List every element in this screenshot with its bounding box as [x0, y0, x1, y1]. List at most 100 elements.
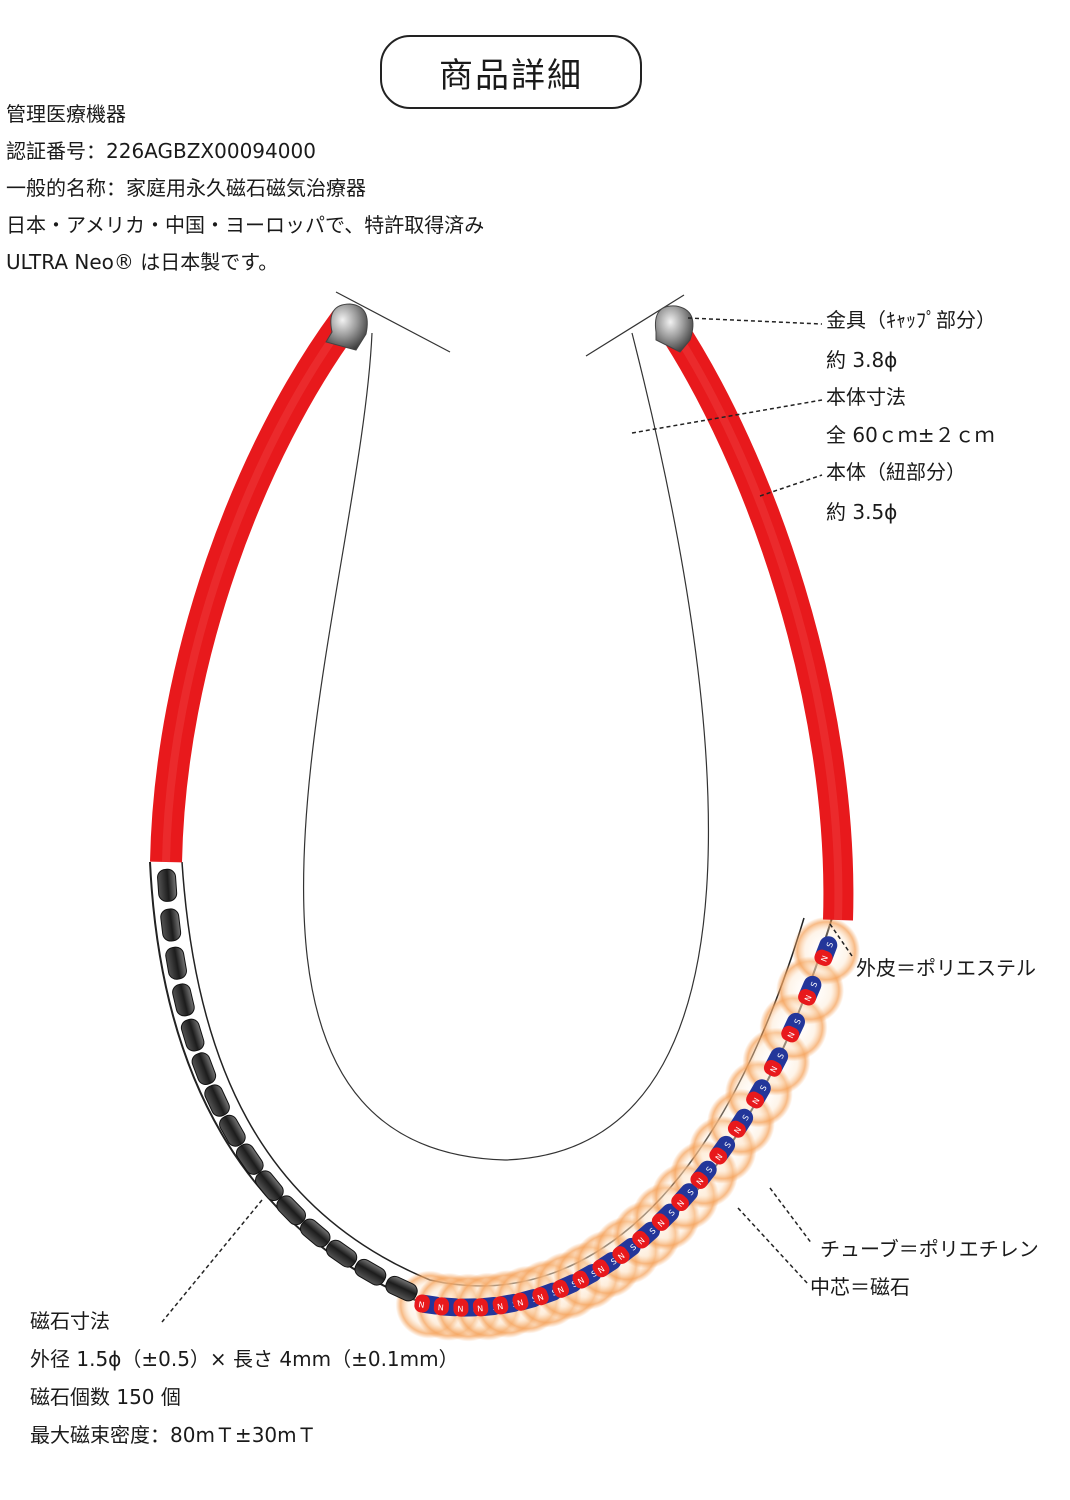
info-classification: 管理医療機器	[6, 102, 126, 126]
black-magnet	[299, 1218, 331, 1248]
pole-n-label: N	[819, 954, 830, 963]
pole-n-label: N	[616, 1251, 626, 1262]
black-magnet	[255, 1170, 284, 1202]
pole-s-label: S	[686, 1188, 696, 1198]
black-magnet	[235, 1143, 264, 1175]
magnet-spec-title: 磁石寸法	[30, 1309, 110, 1333]
pole-n-label: N	[457, 1305, 463, 1314]
black-magnet	[385, 1275, 418, 1302]
pole-n-label: N	[438, 1303, 445, 1312]
info-patent: 日本・アメリカ・中国・ヨーロッパで、特許取得済み	[6, 213, 485, 237]
color-magnet: NS	[651, 1203, 680, 1231]
pole-n-label: N	[516, 1298, 524, 1308]
color-magnet: NS	[798, 975, 822, 1006]
leader-cap	[687, 317, 823, 325]
product-info: 管理医療機器 認証番号：226AGBZX00094000 一般的名称：家庭用永久…	[6, 96, 484, 281]
pole-n-label: N	[636, 1236, 646, 1247]
color-magnet: NS	[632, 1221, 661, 1249]
pole-s-label: S	[825, 941, 835, 949]
pole-s-label: S	[609, 1256, 618, 1266]
color-magnet: NS	[814, 936, 838, 966]
cord-left-highlight	[162, 317, 350, 863]
color-magnet: NS	[746, 1079, 771, 1109]
color-magnet: NS	[690, 1160, 717, 1189]
pole-s-label: S	[758, 1084, 768, 1093]
black-magnet	[326, 1239, 358, 1268]
black-magnet	[354, 1258, 387, 1286]
black-magnet	[165, 946, 187, 980]
info-generic-name: 一般的名称：家庭用永久磁石磁気治療器	[6, 176, 366, 200]
page-title: 商品詳細	[380, 35, 642, 109]
cord-right	[657, 315, 854, 921]
pole-s-label: S	[704, 1165, 714, 1175]
pole-n-label: N	[751, 1096, 762, 1106]
leader-cord	[759, 474, 823, 497]
magnet-spec-flux: 最大磁束密度：80mＴ±30mＴ	[30, 1423, 317, 1447]
color-magnet: NS	[552, 1274, 583, 1298]
label-tube: チューブ＝ポリエチレン	[820, 1237, 1039, 1261]
label-outer-skin: 外皮＝ポリエステル	[856, 956, 1036, 980]
label-length-value: 全 60ｃｍ±２ｃｍ	[826, 423, 995, 447]
pole-s-label: S	[723, 1140, 733, 1149]
page-title-text: 商品詳細	[439, 55, 583, 96]
black-magnet	[157, 868, 178, 902]
pole-n-label: N	[695, 1176, 706, 1186]
cord-left	[150, 310, 359, 863]
color-magnet: NS	[763, 1047, 789, 1077]
magnet-spec-dimensions: 外径 1.5ϕ（±0.5）× 長さ 4mm（±0.1mm）	[30, 1347, 459, 1371]
black-magnet	[172, 983, 195, 1017]
pole-n-label: N	[676, 1198, 687, 1208]
pole-s-label: S	[741, 1113, 751, 1122]
magnet-spec: 磁石寸法 外径 1.5ϕ（±0.5）× 長さ 4mm（±0.1mm） 磁石個数 …	[30, 1302, 459, 1454]
black-magnet	[276, 1195, 306, 1226]
pole-s-label: S	[809, 980, 819, 988]
pole-s-label: S	[629, 1242, 638, 1252]
pole-n-label: N	[418, 1300, 425, 1310]
leader-tube	[769, 1187, 813, 1245]
pole-n-label: N	[656, 1218, 667, 1229]
color-magnet: NS	[612, 1237, 641, 1264]
cap-left	[325, 303, 368, 351]
label-cap-size: 約 3.8ϕ	[826, 348, 898, 372]
label-cord-size: 約 3.5ϕ	[826, 500, 898, 524]
right-tangent-line	[585, 294, 685, 357]
black-magnet	[219, 1114, 246, 1147]
pole-n-label: N	[769, 1065, 780, 1074]
pole-s-label: S	[590, 1269, 599, 1279]
pole-s-label: S	[793, 1017, 803, 1025]
label-cap: 金具（ｷｬｯﾌﾟ部分）	[826, 308, 996, 332]
pole-n-label: N	[596, 1264, 606, 1275]
black-magnet	[191, 1052, 217, 1085]
pole-n-label: N	[714, 1152, 725, 1162]
pole-s-label: S	[776, 1052, 786, 1061]
left-tangent-line	[335, 291, 451, 353]
cap-right	[654, 305, 694, 353]
pole-n-label: N	[536, 1293, 545, 1304]
black-magnet	[180, 1018, 205, 1052]
color-magnet: NS	[512, 1289, 543, 1311]
leader-lines	[161, 317, 853, 1323]
magnet-core-right: NSNSNSNSNSNSNSNSNSNSNSNSNSNSNSNSNSNSNSNS…	[414, 936, 838, 1317]
leader-core	[737, 1207, 809, 1285]
label-length: 本体寸法	[826, 385, 906, 409]
info-origin: ULTRA Neo® は日本製です。	[6, 250, 279, 274]
pole-s-label: S	[570, 1279, 578, 1289]
color-magnet: NS	[709, 1135, 736, 1165]
pole-s-label: S	[648, 1226, 658, 1236]
cord-right-highlight	[666, 321, 843, 921]
info-certification: 認証番号：226AGBZX00094000	[6, 139, 316, 163]
pole-n-label: N	[732, 1125, 743, 1135]
color-magnet: NS	[727, 1108, 754, 1138]
color-magnet: NS	[592, 1251, 622, 1278]
pole-n-label: N	[497, 1302, 505, 1312]
pole-n-label: N	[786, 1031, 797, 1040]
color-magnet: NS	[671, 1183, 699, 1212]
label-cord: 本体（紐部分）	[826, 460, 966, 484]
magnet-core-left	[157, 868, 418, 1302]
leader-magnet-spec	[161, 1199, 263, 1323]
magnetic-glow	[395, 916, 861, 1342]
pole-n-label: N	[576, 1276, 586, 1287]
pole-n-label: N	[477, 1304, 484, 1314]
label-core: 中芯＝磁石	[810, 1275, 910, 1299]
